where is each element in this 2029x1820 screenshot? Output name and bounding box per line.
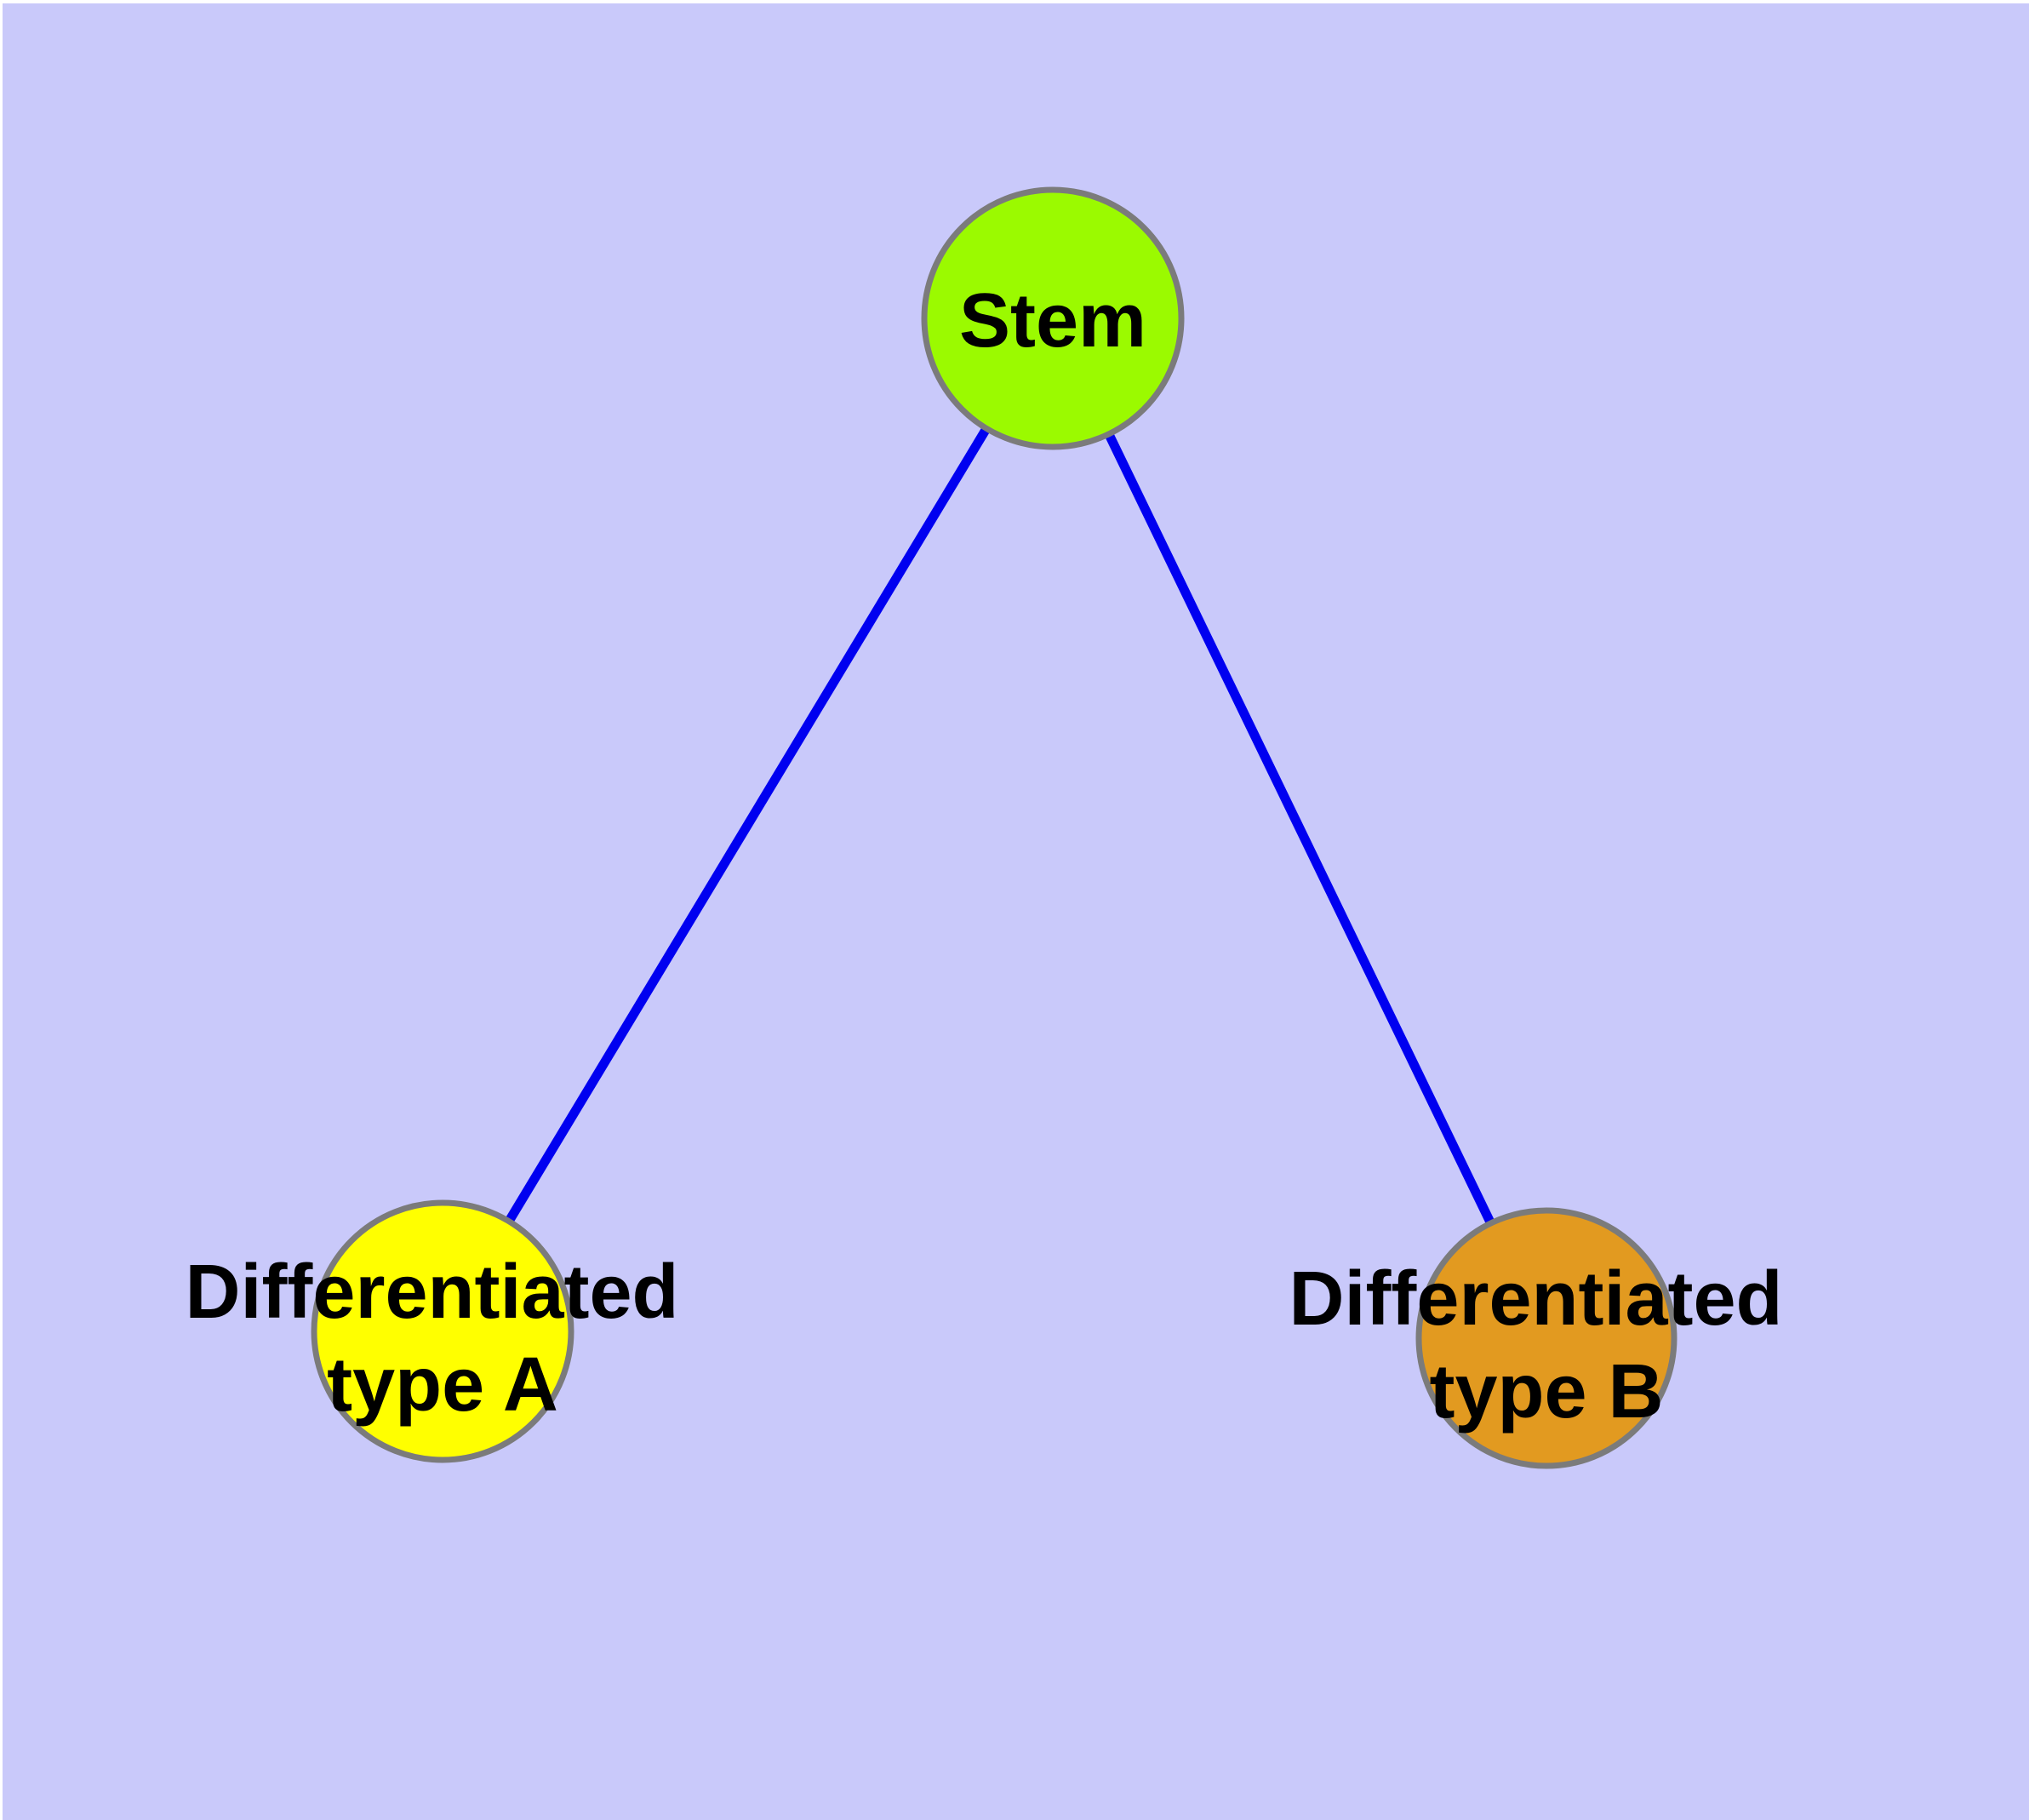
node-stem-circle: [921, 186, 1185, 450]
node-type-b-label-line1: Differentiated: [1289, 1256, 1782, 1342]
node-type-b: Differentiated type B: [1289, 1207, 1803, 1469]
node-type-a-label-line1: Differentiated: [185, 1250, 678, 1335]
edge-stem-to-type-a: [438, 316, 1057, 1334]
node-type-b-label: Differentiated type B: [1289, 1256, 1803, 1434]
node-stem-label: Stem: [959, 278, 1146, 363]
node-type-a: Differentiated type A: [185, 1199, 700, 1463]
node-type-b-circle: [1415, 1207, 1677, 1469]
node-type-b-label-line2: type B: [1429, 1349, 1663, 1434]
node-type-a-label: Differentiated type A: [185, 1250, 700, 1428]
node-type-a-label-line2: type A: [327, 1342, 558, 1428]
node-type-a-circle: [311, 1199, 574, 1463]
edge-stem-to-type-b: [1049, 316, 1551, 1341]
node-stem: Stem: [921, 186, 1185, 450]
